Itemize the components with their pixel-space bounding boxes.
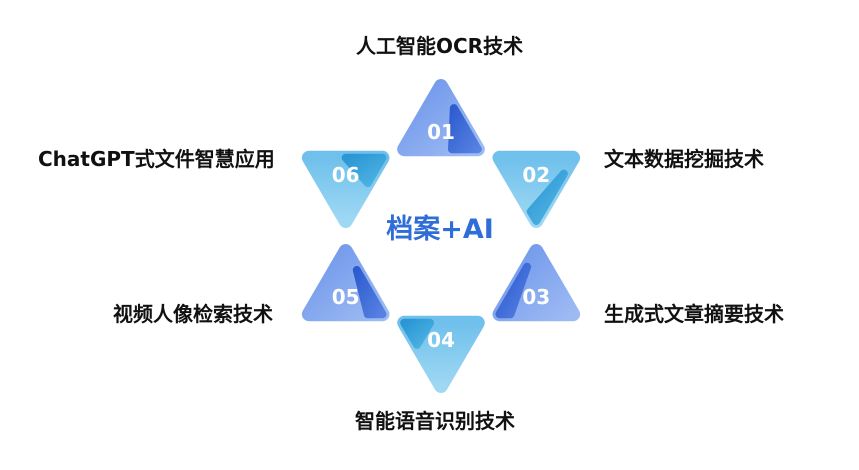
label-ocr: 人工智能OCR技术	[356, 34, 524, 58]
triangle-number-02: 02	[522, 163, 550, 187]
triangle-02: 02	[492, 150, 581, 228]
triangle-number-06: 06	[332, 163, 360, 187]
triangle-fold-accent	[352, 266, 387, 319]
triangle-number-01: 01	[427, 120, 455, 144]
label-summarization: 生成式文章摘要技术	[604, 302, 784, 326]
triangle-04: 04	[397, 315, 485, 393]
label-text-mining: 文本数据挖掘技术	[604, 147, 764, 171]
label-speech: 智能语音识别技术	[355, 409, 515, 433]
triangle-fold-accent	[526, 169, 568, 225]
triangle-fold-accent	[495, 262, 532, 319]
triangle-number-05: 05	[332, 285, 360, 309]
label-video-search: 视频人像检索技术	[113, 302, 273, 326]
triangle-fold-accent	[448, 104, 482, 154]
triangle-01: 01	[397, 79, 485, 157]
triangle-number-03: 03	[522, 285, 550, 309]
triangle-05: 05	[301, 244, 390, 322]
triangle-03: 03	[492, 244, 581, 322]
triangle-fold-accent	[400, 318, 434, 349]
label-chatgpt: ChatGPT式文件智慧应用	[38, 147, 275, 171]
triangle-06: 06	[301, 150, 390, 228]
center-title: 档案+AI	[386, 213, 494, 245]
triangle-fold-accent	[341, 153, 387, 188]
triangle-number-04: 04	[427, 328, 455, 352]
